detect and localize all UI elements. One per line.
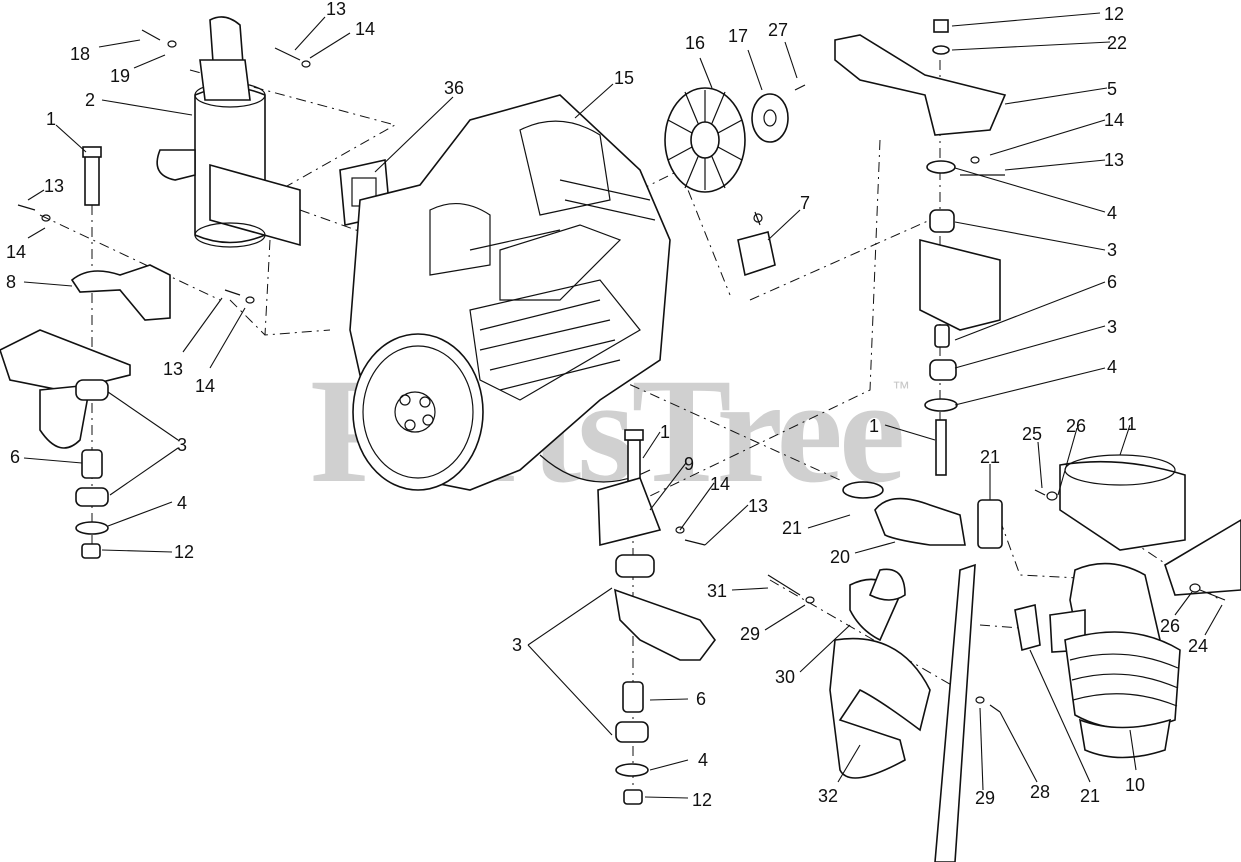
- callout-21: 21: [782, 518, 802, 538]
- callout-26: 26: [1160, 616, 1180, 636]
- callout-32: 32: [818, 786, 838, 806]
- engine-block: [349, 94, 671, 491]
- left-mount-assembly: [0, 146, 171, 559]
- callout-27: 27: [768, 20, 788, 40]
- callout-14: 14: [1104, 110, 1124, 130]
- callout-7: 7: [800, 193, 810, 213]
- callout-14: 14: [710, 474, 730, 494]
- callout-12: 12: [1104, 4, 1124, 24]
- callout-1: 1: [46, 109, 56, 129]
- callout-3: 3: [177, 435, 187, 455]
- callout-21: 21: [980, 447, 1000, 467]
- callout-6: 6: [1107, 272, 1117, 292]
- air-intake-assembly: [829, 454, 1241, 862]
- leader-lines: [23, 12, 1223, 799]
- muffler: [156, 16, 301, 248]
- callout-29: 29: [975, 788, 995, 808]
- callout-13: 13: [1104, 150, 1124, 170]
- callout-15: 15: [614, 68, 634, 88]
- callout-19: 19: [110, 66, 130, 86]
- callout-2: 2: [85, 90, 95, 110]
- callout-14: 14: [355, 19, 375, 39]
- callout-8: 8: [6, 272, 16, 292]
- callout-11: 11: [1118, 414, 1137, 434]
- callout-14: 14: [195, 376, 215, 396]
- callout-6: 6: [696, 689, 706, 709]
- callout-28: 28: [1030, 782, 1050, 802]
- cooling-fan: [664, 87, 789, 193]
- callout-4: 4: [177, 493, 187, 513]
- callout-3: 3: [512, 635, 522, 655]
- callout-30: 30: [775, 667, 795, 687]
- callout-1: 1: [660, 422, 670, 442]
- callout-29: 29: [740, 624, 760, 644]
- callout-25: 25: [1022, 424, 1042, 444]
- callout-3: 3: [1107, 317, 1117, 337]
- callout-10: 10: [1125, 775, 1145, 795]
- callout-17: 17: [728, 26, 748, 46]
- callout-13: 13: [44, 176, 64, 196]
- callout-5: 5: [1107, 79, 1117, 99]
- callout-22: 22: [1107, 33, 1127, 53]
- callout-12: 12: [174, 542, 194, 562]
- callout-36: 36: [444, 78, 464, 98]
- callout-9: 9: [684, 454, 694, 474]
- callout-13: 13: [326, 0, 346, 19]
- callout-4: 4: [698, 750, 708, 770]
- fasteners: [17, 29, 1226, 713]
- callout-14: 14: [6, 242, 26, 262]
- watermark-trademark: ™: [892, 378, 910, 398]
- bracket-7: [737, 213, 776, 277]
- callout-12: 12: [692, 790, 712, 810]
- callout-20: 20: [830, 547, 850, 567]
- callout-1: 1: [869, 416, 879, 436]
- callout-16: 16: [685, 33, 705, 53]
- right-mount-assembly: [834, 19, 1007, 476]
- callout-26: 26: [1066, 416, 1086, 436]
- callout-6: 6: [10, 447, 20, 467]
- callout-31: 31: [707, 581, 727, 601]
- center-mount-assembly: [597, 429, 716, 805]
- callout-13: 13: [163, 359, 183, 379]
- callout-4: 4: [1107, 357, 1117, 377]
- callout-4: 4: [1107, 203, 1117, 223]
- callout-18: 18: [70, 44, 90, 64]
- callout-21: 21: [1080, 786, 1100, 806]
- callout-3: 3: [1107, 240, 1117, 260]
- callout-labels: 13 14 18 19 2 1 13 14 8 13 14 6 3 4 12 3…: [6, 0, 1208, 810]
- callout-24: 24: [1188, 636, 1208, 656]
- callout-13: 13: [748, 496, 768, 516]
